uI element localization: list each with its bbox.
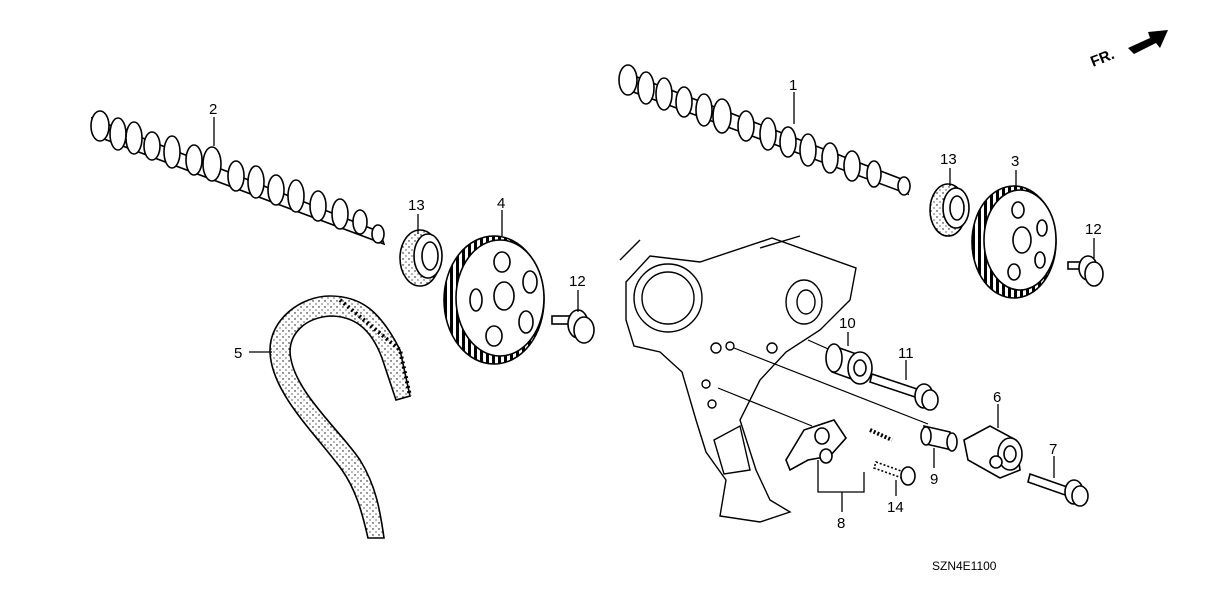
camshaft-left[interactable] — [90, 110, 386, 246]
camshaft-pulley-right[interactable] — [971, 185, 1057, 299]
oil-seal-right[interactable] — [929, 183, 970, 237]
callout-14[interactable]: 14 — [887, 499, 904, 516]
timing-belt[interactable] — [269, 295, 412, 539]
tensioner-collar[interactable] — [920, 424, 958, 452]
callout-6[interactable]: 6 — [993, 389, 1001, 406]
front-direction-indicator: FR. — [1088, 30, 1168, 71]
pulley-bolt-left[interactable] — [551, 309, 595, 344]
diagram-code: SZN4E1100 — [932, 559, 997, 573]
front-arrow-icon — [1128, 30, 1168, 54]
tensioner-arm-bolt[interactable] — [872, 460, 916, 486]
callout-13-right[interactable]: 13 — [940, 151, 957, 168]
callout-11[interactable]: 11 — [898, 345, 914, 362]
engine-block — [619, 235, 857, 523]
callout-labels: 1 2 3 4 5 6 7 8 9 10 11 12 12 13 13 14 — [209, 77, 1102, 532]
callout-3[interactable]: 3 — [1011, 153, 1019, 170]
callout-12-right[interactable]: 12 — [1085, 221, 1102, 238]
pulley-bolt-right[interactable] — [1067, 255, 1104, 287]
oil-seal-left[interactable] — [399, 229, 443, 287]
camshaft-right[interactable] — [618, 64, 911, 196]
camshaft-pulley-left[interactable] — [443, 235, 545, 365]
idler-pulley[interactable] — [825, 343, 873, 385]
callout-5[interactable]: 5 — [234, 345, 242, 362]
callout-8[interactable]: 8 — [837, 515, 845, 532]
tensioner-bolt[interactable] — [1027, 472, 1089, 507]
callout-1[interactable]: 1 — [789, 77, 797, 94]
callout-12-left[interactable]: 12 — [569, 273, 586, 290]
callout-13-left[interactable]: 13 — [408, 197, 425, 214]
tensioner-arm-assembly[interactable] — [785, 419, 893, 472]
front-label: FR. — [1088, 46, 1117, 71]
idler-bolt[interactable] — [869, 372, 939, 411]
belt-tensioner[interactable] — [963, 425, 1023, 479]
callout-7[interactable]: 7 — [1049, 441, 1057, 458]
callout-2[interactable]: 2 — [209, 101, 217, 118]
callout-leaders — [213, 92, 1095, 512]
callout-10[interactable]: 10 — [839, 315, 856, 332]
callout-9[interactable]: 9 — [930, 471, 938, 488]
callout-4[interactable]: 4 — [497, 195, 505, 212]
